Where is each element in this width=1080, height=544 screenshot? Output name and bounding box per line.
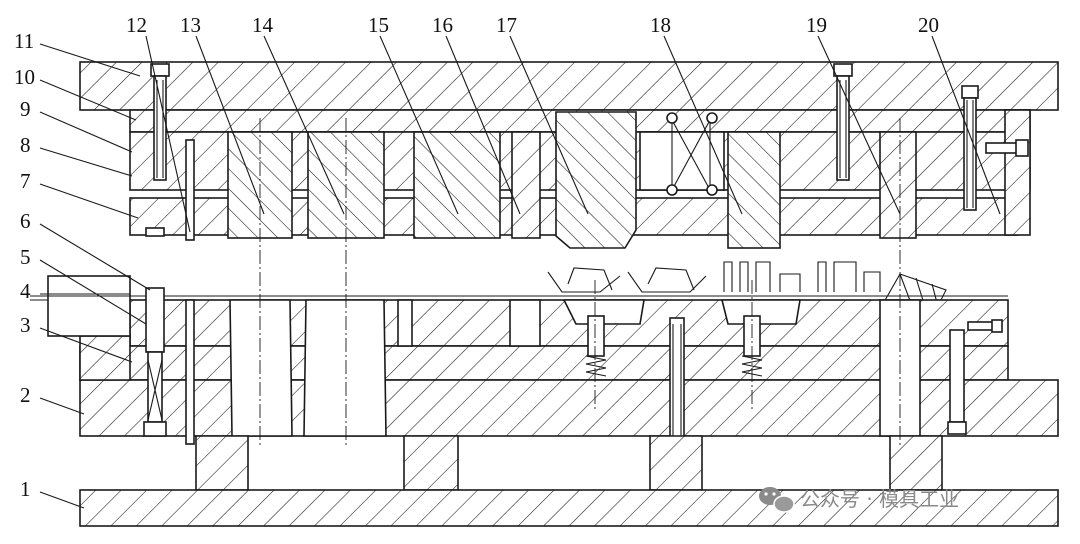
callout-2: 2: [20, 383, 31, 407]
callout-6: 6: [20, 209, 31, 233]
punch-19: [879, 131, 917, 239]
bent-part-row: [723, 261, 881, 292]
die-opening: [229, 299, 293, 437]
callout-8: 8: [20, 133, 31, 157]
riser-block: [889, 435, 943, 491]
die-opening: [397, 299, 413, 347]
pivot-pin: [666, 184, 678, 196]
punch-16: [511, 131, 541, 239]
callout-7: 7: [20, 169, 31, 193]
watermark-text: 公众号 · 模具工业: [800, 487, 959, 511]
callout-17: 17: [496, 13, 517, 37]
screw-12: [150, 63, 170, 181]
callout-10: 10: [14, 65, 35, 89]
callout-19: 19: [806, 13, 827, 37]
pivot-pin: [666, 112, 678, 124]
watermark: 公众号 · 模具工业: [759, 487, 959, 513]
callout-4: 4: [20, 279, 31, 303]
right-side-bracket: [1004, 109, 1031, 236]
callout-labels: 1 2 3 4 5 6 7 8 9 10 11 12 13 14 15 16 1…: [14, 13, 939, 501]
riser-block: [649, 435, 703, 491]
lower-base-plate: [79, 489, 1059, 527]
callout-16: 16: [432, 13, 453, 37]
punch-15: [413, 131, 501, 239]
wechat-icon: [759, 487, 795, 513]
ejector-spring: [585, 315, 607, 377]
callout-9: 9: [20, 97, 31, 121]
guide-post: [143, 287, 167, 437]
punch-17: [555, 111, 637, 249]
callout-20: 20: [918, 13, 939, 37]
side-screw: [985, 139, 1029, 157]
callout-3: 3: [20, 313, 31, 337]
formed-part: [567, 267, 613, 291]
punch-18: [727, 131, 781, 249]
leader-lines: [39, 35, 1001, 509]
die-holder-plate: [79, 345, 1009, 381]
callout-5: 5: [20, 245, 31, 269]
riser-block: [403, 435, 459, 491]
callout-18: 18: [650, 13, 671, 37]
callout-13: 13: [180, 13, 201, 37]
die-opening: [303, 299, 387, 437]
pivot-pin: [706, 184, 718, 196]
die-cavity: [562, 299, 645, 325]
callout-11: 11: [14, 29, 34, 53]
callout-12: 12: [126, 13, 147, 37]
callout-14: 14: [252, 13, 274, 37]
center-lines: [259, 118, 901, 448]
upper-die: [79, 61, 1059, 249]
pivot-pin: [706, 112, 718, 124]
screw-19: [833, 63, 853, 181]
cam-window: [639, 131, 725, 191]
screw-20: [961, 85, 979, 211]
upper-die-seat: [79, 61, 1059, 111]
formed-part: [647, 267, 695, 291]
callout-1: 1: [20, 477, 31, 501]
pin: [185, 299, 195, 445]
side-screw-lower: [967, 319, 1003, 333]
die-cavity: [720, 299, 801, 325]
lifter-bolt: [947, 329, 967, 435]
guide-pin: [185, 139, 195, 241]
riser-block: [195, 435, 249, 491]
die-opening: [509, 299, 541, 347]
side-pilot-box: [47, 275, 131, 337]
callout-15: 15: [368, 13, 389, 37]
stopper-block: [145, 227, 165, 237]
formed-part: [627, 271, 707, 293]
lower-die: [47, 275, 1059, 527]
